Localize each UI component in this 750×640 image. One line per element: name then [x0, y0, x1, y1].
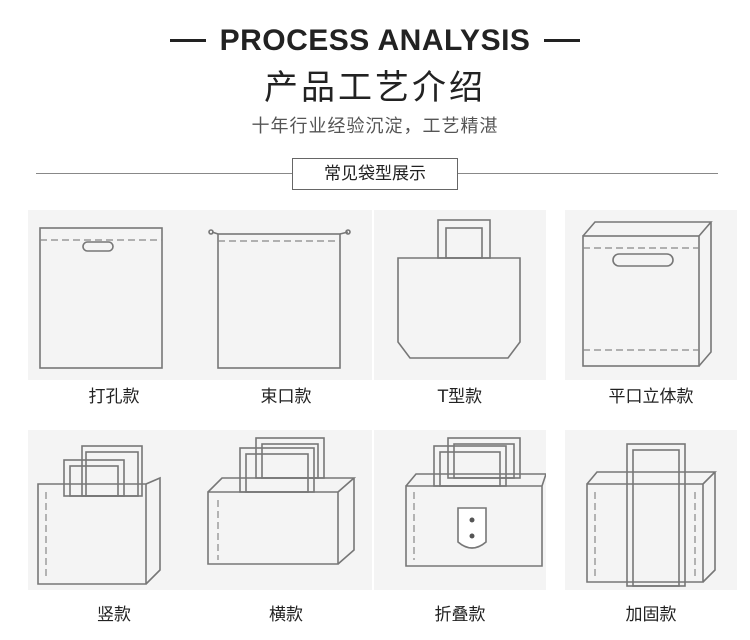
die-cut-handle-bag-icon	[28, 210, 200, 380]
subtitle: 十年行业经验沉淀，工艺精湛	[251, 116, 499, 137]
title-cn: 产品工艺介绍	[264, 68, 486, 108]
folding-bag-icon	[374, 430, 546, 590]
section-label: 常见袋型展示	[292, 158, 458, 190]
bag-card-reinforced: 加固款	[565, 430, 737, 630]
drawstring-bag-icon	[200, 210, 372, 380]
bag-label: 加固款	[625, 605, 677, 625]
bag-card-die-cut: 打孔款	[28, 210, 200, 410]
bag-card-drawstring: 束口款	[200, 210, 372, 410]
title-dash-right	[544, 38, 581, 42]
vertical-tote-bag-icon	[28, 430, 200, 590]
horizontal-tote-bag-icon	[200, 430, 372, 590]
title-dash-left	[169, 38, 206, 42]
bag-card-horizontal: 横款	[200, 430, 372, 630]
title-en-row: PROCESS ANALYSIS	[0, 24, 750, 58]
bag-label: 打孔款	[88, 387, 140, 407]
flat-top-3d-bag-icon	[565, 210, 737, 380]
bag-card-t-handle: T型款	[374, 210, 546, 410]
bag-card-vertical: 竖款	[28, 430, 200, 630]
bag-card-flat-3d: 平口立体款	[565, 210, 737, 410]
bag-label: 平口立体款	[608, 387, 694, 407]
bag-label: 折叠款	[434, 605, 486, 625]
bag-card-folding: 折叠款	[374, 430, 546, 630]
reinforced-bag-icon	[565, 430, 737, 590]
title-en: PROCESS ANALYSIS	[219, 24, 531, 57]
bag-label: T型款	[437, 387, 483, 407]
bag-label: 横款	[269, 605, 303, 625]
bag-label: 竖款	[97, 605, 131, 625]
bag-label: 束口款	[260, 387, 312, 407]
t-shirt-handle-bag-icon	[374, 210, 546, 380]
